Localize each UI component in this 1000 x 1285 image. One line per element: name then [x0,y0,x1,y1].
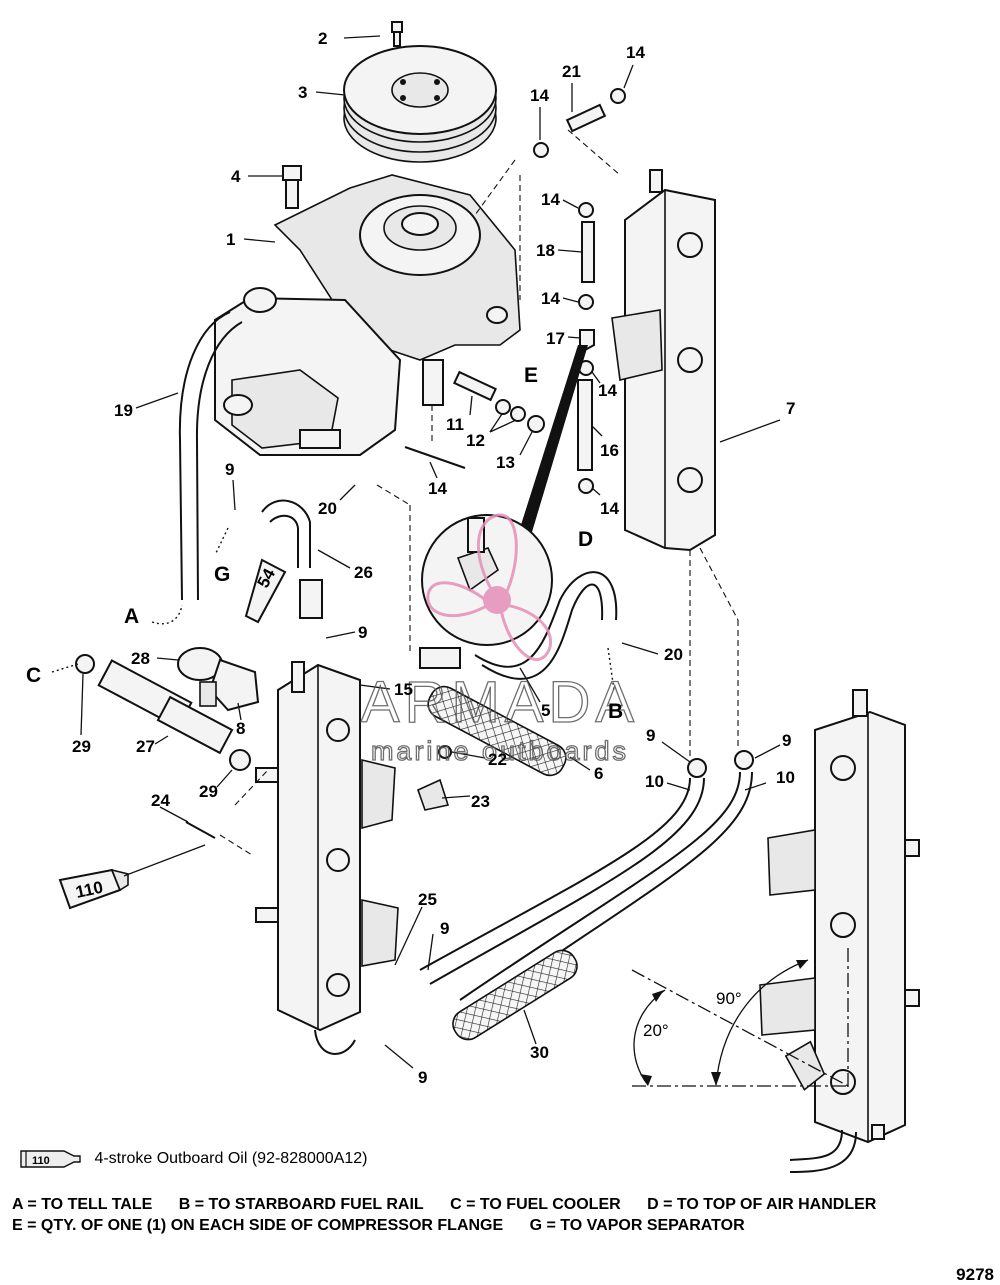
callout-29-a: 29 [72,737,91,756]
callout-4: 4 [231,167,241,186]
callout-18: 18 [536,241,555,260]
callout-6: 6 [594,764,603,783]
callout-7: 7 [786,399,795,418]
watermark-brand: ARMADA [361,670,639,735]
legend-tube-number: 110 [32,1155,50,1167]
callout-16: 16 [600,441,619,460]
angle-construction [631,948,849,1090]
callout-27: 27 [136,737,155,756]
hose-19 [178,311,243,601]
hose-26 [261,499,323,619]
callout-14-f: 14 [600,499,619,518]
propeller-logo-icon [426,513,553,661]
callout-3: 3 [298,83,307,102]
routing-notes: A = TO TELL TALE B = TO STARBOARD FUEL R… [12,1194,898,1236]
callout-1: 1 [226,230,235,249]
letter-b: B [608,700,623,723]
callout-9-d: 9 [782,731,791,750]
callout-9-b: 9 [358,623,367,642]
callout-20-a: 20 [318,499,337,518]
watermark: ARMADA marine outboards [360,513,639,767]
callout-14-c: 14 [541,190,560,209]
callout-14-b: 14 [626,43,645,62]
note-e: E = QTY. OF ONE (1) ON EACH SIDE OF COMP… [12,1217,504,1234]
fitting-24-and-tube-110 [58,821,216,910]
callout-10-b: 10 [776,768,795,787]
letter-d: D [578,528,593,551]
angle-90-label: 90° [716,989,742,1008]
callout-11: 11 [446,415,464,434]
note-b: B = TO STARBOARD FUEL RAIL [178,1196,424,1213]
callout-29-b: 29 [199,782,218,801]
callout-14-a: 14 [530,86,549,105]
callout-2: 2 [318,29,327,48]
screen-hose-30 [452,949,578,1041]
letter-e: E [524,364,538,387]
callout-21: 21 [562,62,581,81]
callout-12: 12 [466,431,485,450]
callout-30: 30 [530,1043,549,1062]
callout-17: 17 [546,329,565,348]
callout-15: 15 [394,680,413,699]
letter-g: G [214,563,230,586]
callout-19: 19 [114,401,133,420]
note-a: A = TO TELL TALE [12,1196,153,1213]
hoses-27-and-29 [75,654,251,771]
leader-lines [80,35,781,1069]
small-hoses-18-21-16 [533,88,626,494]
callout-13: 13 [496,453,515,472]
callout-9-a: 9 [225,460,234,479]
figure-number: 9278 [956,1265,994,1284]
callout-5: 5 [541,701,550,720]
callout-14-g: 14 [428,479,447,498]
angle-20-label: 20° [643,1021,669,1040]
hose-5 [419,571,618,680]
letter-c: C [26,664,41,687]
routing-lines [51,129,739,856]
sensor-8-and-28 [177,558,287,712]
fuel-rail-15 [255,661,399,1055]
callout-14-d: 14 [541,289,560,308]
note-g: G = TO VAPOR SEPARATOR [529,1217,745,1234]
notes-row-2: E = QTY. OF ONE (1) ON EACH SIDE OF COMP… [12,1215,898,1236]
screen-hose-6 [417,685,567,811]
callout-20-b: 20 [664,645,683,664]
callout-10-a: 10 [645,772,664,791]
callout-9-f: 9 [418,1068,427,1087]
callout-8: 8 [236,719,245,738]
callout-25: 25 [418,890,437,909]
letter-labels: A B C D E G [26,364,623,723]
bolt-2 [391,21,403,47]
callout-28: 28 [131,649,150,668]
note-d: D = TO TOP OF AIR HANDLER [647,1196,877,1213]
callout-22: 22 [488,750,507,769]
air-compressor-1 [214,174,521,456]
hoses-10 [419,750,754,1015]
oil-tube-icon: 110 [20,1148,82,1170]
port-fuel-rail-detail [759,689,920,1173]
watermark-tagline: marine outboards [371,736,629,766]
rail-fittings-11-12-13 [404,370,545,469]
notes-row-1: A = TO TELL TALE B = TO STARBOARD FUEL R… [12,1194,898,1215]
callout-9-e: 9 [440,919,449,938]
fuel-rail-7 [611,169,716,552]
callout-14-e: 14 [598,381,617,400]
callout-26: 26 [354,563,373,582]
bolt-4 [282,165,302,209]
note-c: C = TO FUEL COOLER [450,1196,621,1213]
callout-24: 24 [151,791,170,810]
legend: 110 4-stroke Outboard Oil (92-828000A12) [20,1148,368,1170]
pulley-3 [343,45,497,163]
callout-23: 23 [471,792,490,811]
callout-9-c: 9 [646,726,655,745]
letter-a: A [124,605,139,628]
legend-text: 4-stroke Outboard Oil (92-828000A12) [94,1150,368,1167]
